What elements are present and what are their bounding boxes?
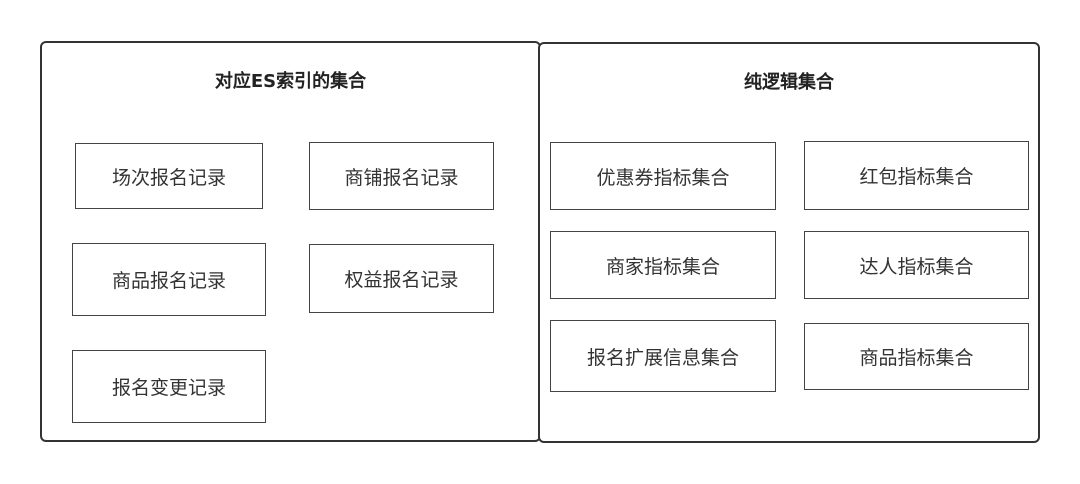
node-signup-extension-info: 报名扩展信息集合 bbox=[550, 320, 776, 392]
group-title: 纯逻辑集合 bbox=[744, 72, 834, 93]
node-influencer-metrics: 达人指标集合 bbox=[804, 231, 1029, 299]
node-shop-signup-record: 商铺报名记录 bbox=[309, 142, 494, 210]
node-coupon-metrics: 优惠券指标集合 bbox=[550, 142, 776, 210]
node-signup-change-record: 报名变更记录 bbox=[72, 350, 266, 423]
node-product-signup-record: 商品报名记录 bbox=[72, 243, 266, 316]
node-benefit-signup-record: 权益报名记录 bbox=[309, 244, 494, 313]
group-title: 对应ES索引的集合 bbox=[214, 71, 367, 92]
node-product-metrics: 商品指标集合 bbox=[804, 323, 1029, 390]
node-session-signup-record: 场次报名记录 bbox=[75, 143, 263, 209]
node-merchant-metrics: 商家指标集合 bbox=[550, 231, 776, 299]
node-red-packet-metrics: 红包指标集合 bbox=[804, 141, 1029, 210]
